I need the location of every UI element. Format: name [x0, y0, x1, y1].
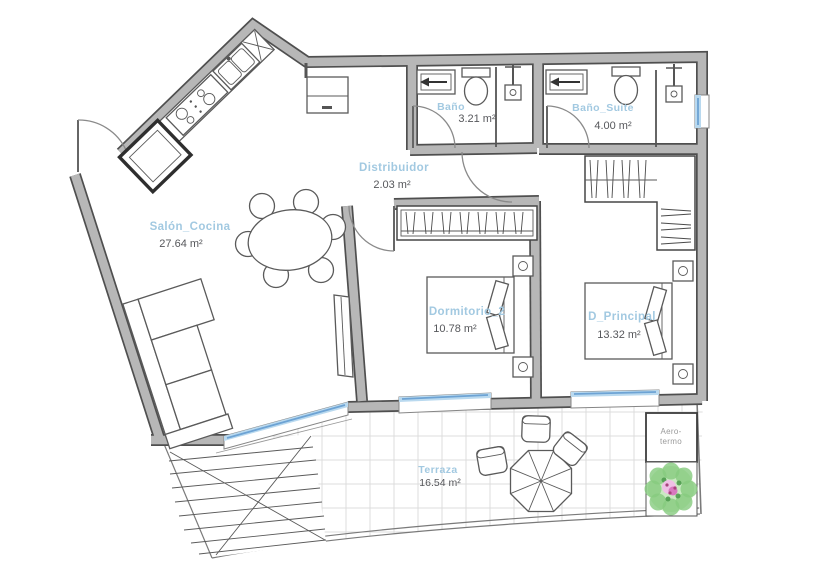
room-area-d-principal: 13.32 m²: [597, 329, 641, 341]
sofa: [122, 277, 234, 450]
entry-door: [77, 119, 127, 172]
dining-chair-icon: [248, 192, 276, 220]
room-area-salon-cocina: 27.64 m²: [159, 238, 203, 250]
toilet-icon: [461, 67, 491, 106]
nightstand-icon: [672, 363, 694, 385]
aerotermo-label-line2: termo: [660, 437, 682, 446]
terrace-chair-icon: [476, 445, 508, 476]
toilet-icon: [611, 66, 641, 106]
terrace-chair-icon: [521, 415, 551, 443]
terrace: [163, 399, 703, 559]
nightstand-icon: [672, 260, 694, 282]
stove-icon: [165, 73, 229, 137]
shower-icon: [665, 64, 683, 103]
sink-icon: [416, 69, 456, 95]
windows: [215, 94, 710, 454]
bed-dormitorio-2: [426, 255, 534, 378]
aerotermo-label-line1: Aero-: [660, 427, 681, 436]
sink-icon: [545, 69, 588, 95]
suite-side-window: [694, 94, 710, 129]
room-label-bano: Baño: [437, 101, 465, 113]
doors: [77, 105, 590, 252]
terrace-table: [509, 449, 573, 513]
kitchen-sink-icon: [212, 42, 261, 91]
d-principal-door: [461, 151, 513, 203]
room-label-dormitorio-2: Dormitorio_2: [429, 306, 505, 318]
shower-icon: [504, 64, 522, 101]
room-area-bano-suite: 4.00 m²: [594, 120, 632, 132]
oven-icon: [117, 117, 194, 195]
room-label-terraza: Terraza: [418, 464, 457, 476]
bano-door: [412, 105, 456, 149]
room-label-d-principal: D_Principal: [588, 311, 656, 323]
tv-unit: [333, 294, 354, 378]
kitchen-counter: [117, 28, 276, 195]
bano-suite-door: [546, 105, 590, 149]
room-label-salon-cocina: Salón_Cocina: [150, 221, 231, 233]
room-area-bano: 3.21 m²: [458, 113, 496, 125]
room-label-bano-suite: Baño_Suite: [572, 102, 634, 114]
nightstand-icon: [512, 356, 534, 378]
room-labels: Salón_Cocina 27.64 m² Baño 3.21 m² Baño_…: [150, 101, 682, 489]
bano-fixtures: [416, 64, 522, 106]
terrace-chair-icon: [552, 431, 588, 467]
bed-d-principal: [584, 260, 694, 385]
plant-icon: [644, 462, 698, 516]
wardrobe-d-principal: [584, 155, 696, 251]
d-principal-window: [570, 389, 660, 409]
dining-table: [234, 188, 347, 289]
dormitorio-2-door: [348, 205, 395, 252]
room-label-distribuidor: Distribuidor: [359, 162, 429, 174]
wardrobe-dormitorio-2: [396, 205, 538, 241]
salon-window: [215, 401, 353, 454]
room-area-dormitorio-2: 10.78 m²: [433, 323, 477, 335]
nightstand-icon: [512, 255, 534, 277]
room-area-terraza: 16.54 m²: [419, 477, 461, 489]
dormitorio-2-window: [398, 392, 492, 414]
bano-suite-fixtures: [545, 64, 683, 106]
fridge-icon: [306, 76, 349, 114]
room-area-distribuidor: 2.03 m²: [373, 179, 411, 191]
stairs: [167, 434, 327, 557]
